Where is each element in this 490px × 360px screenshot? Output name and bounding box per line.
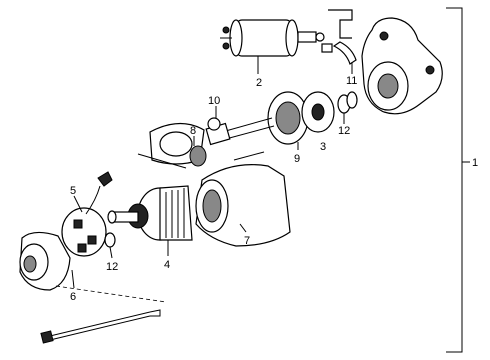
callout-2: 2: [256, 77, 262, 89]
callout-7: 7: [244, 235, 250, 247]
assembly-bracket: [446, 7, 463, 353]
assembly-centerline: [55, 285, 167, 303]
callout-12-lower: 12: [106, 261, 118, 273]
callout-1: 1: [472, 157, 478, 169]
field-frame: [195, 151, 291, 247]
callout-6: 6: [70, 291, 76, 303]
planetary-gear: [267, 91, 335, 145]
callout-3: 3: [320, 141, 326, 153]
callout-5: 5: [70, 185, 76, 197]
callout-11: 11: [346, 75, 357, 87]
end-cap: [19, 231, 71, 291]
solenoid: [220, 19, 325, 57]
armature: [107, 185, 193, 241]
washer-12-lower: [104, 232, 116, 248]
through-bolt: [40, 309, 161, 344]
callout-10: 10: [208, 95, 220, 107]
callout-4: 4: [164, 259, 170, 271]
brush-holder: [61, 171, 113, 257]
callout-8: 8: [190, 125, 196, 137]
drive-housing: [361, 17, 443, 115]
gasket-plate: [137, 122, 207, 169]
plunger-parts: [321, 9, 357, 65]
callout-12-upper: 12: [338, 125, 350, 137]
drive-shaft: [205, 117, 275, 146]
callout-9: 9: [294, 153, 300, 165]
